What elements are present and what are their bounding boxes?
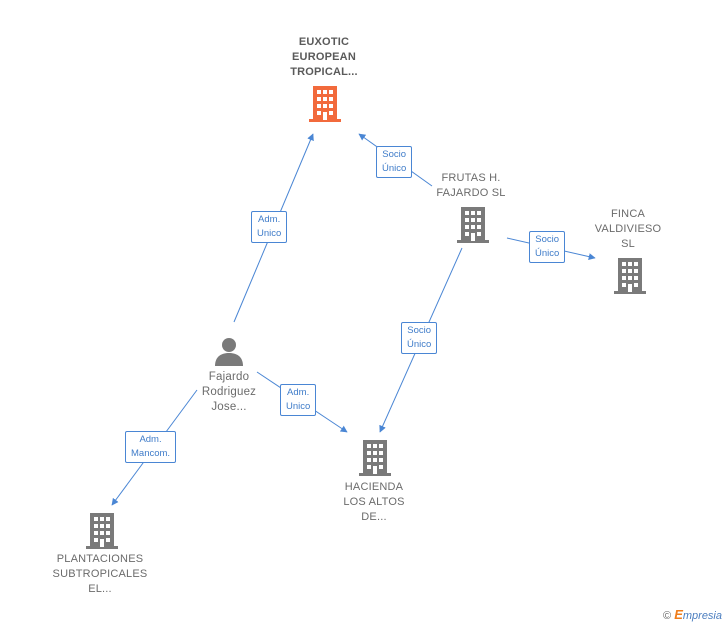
person-icon[interactable] [214, 336, 244, 366]
edge-label-adm-unico: Adm. Unico [280, 384, 317, 416]
node-label-plantaciones[interactable]: PLANTACIONES SUBTROPICALES EL... [52, 553, 148, 595]
brand-watermark: © Empresia [663, 607, 722, 622]
node-label-finca[interactable]: FINCA VALDIVIESO SL [594, 208, 662, 250]
copyright-symbol: © [663, 610, 672, 622]
brand-logo-text: mpresia [682, 610, 722, 622]
node-label-fajardo[interactable]: Fajardo Rodriguez Jose... [201, 371, 257, 413]
building-icon[interactable] [309, 86, 341, 122]
edge-label-socio-unico: Socio Único [401, 322, 438, 354]
building-icon[interactable] [457, 207, 489, 243]
edge-label-adm-mancom: Adm. Mancom. [125, 431, 177, 463]
edge-label-adm-unico: Adm. Unico [251, 211, 288, 243]
building-icon[interactable] [359, 440, 391, 476]
building-icon[interactable] [614, 258, 646, 294]
edge-label-socio-unico: Socio Único [529, 231, 566, 263]
brand-logo-e: E [674, 607, 683, 622]
node-label-frutas[interactable]: FRUTAS H. FAJARDO SL [436, 172, 506, 199]
node-label-euxotic[interactable]: EUXOTIC EUROPEAN TROPICAL... [290, 36, 358, 78]
edge-label-socio-unico: Socio Único [376, 146, 413, 178]
node-label-hacienda[interactable]: HACIENDA LOS ALTOS DE... [343, 481, 405, 523]
building-icon[interactable] [86, 513, 118, 549]
